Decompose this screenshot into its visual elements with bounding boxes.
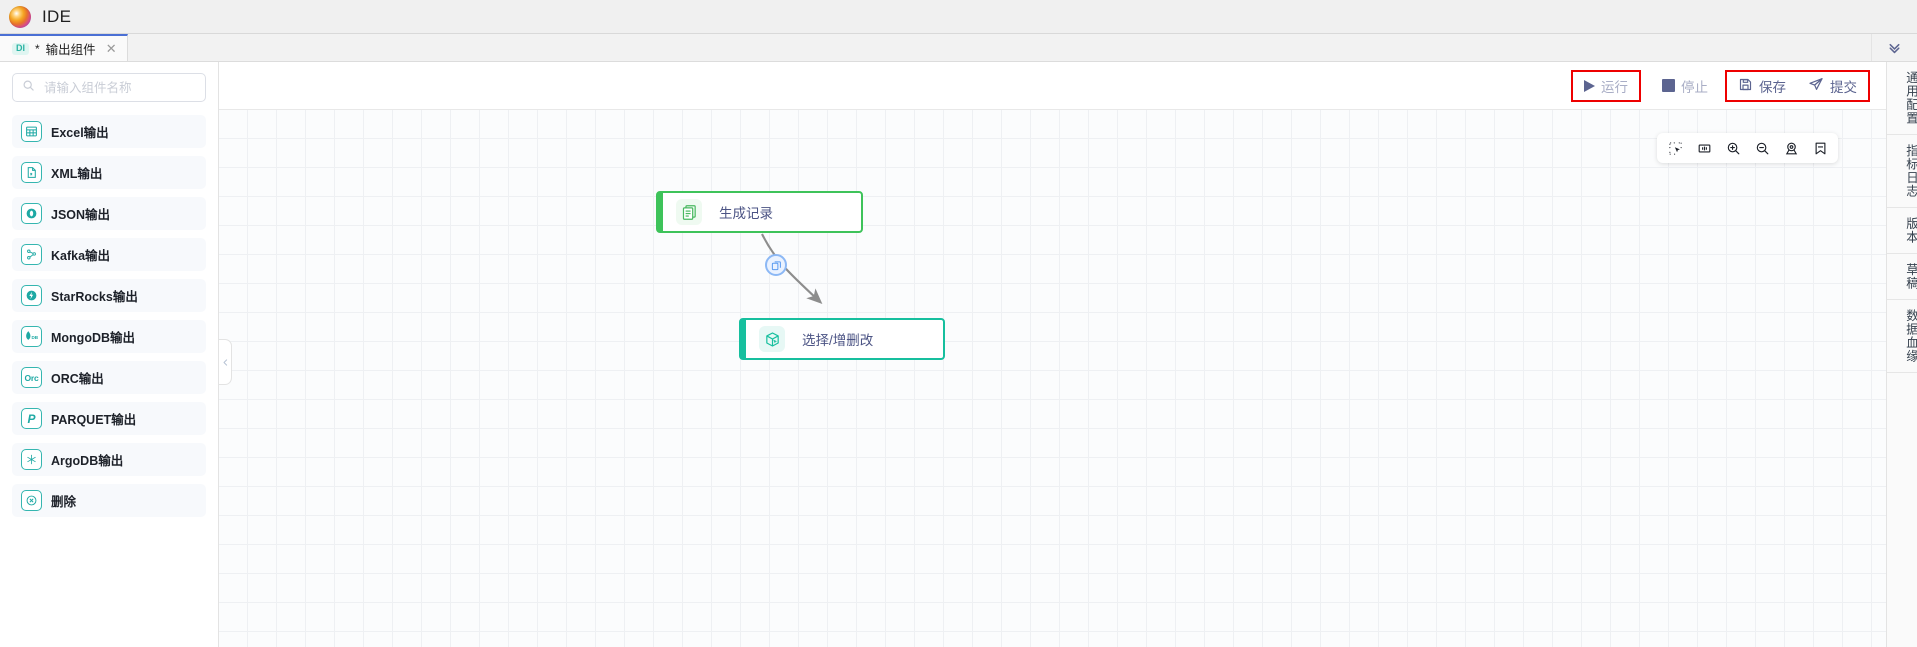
component-item-delete[interactable]: 删除 <box>12 484 206 517</box>
rail-item-draft[interactable]: 草稿 <box>1887 254 1917 300</box>
rail-item-general-config[interactable]: 通用配置 <box>1887 62 1917 135</box>
body-container: Excel输出 XML输出 <box>0 62 1917 647</box>
run-button-highlight: 运行 <box>1571 69 1641 102</box>
save-button-label: 保存 <box>1759 79 1786 95</box>
search-icon <box>22 79 35 97</box>
tab-unsaved-marker: * <box>35 41 40 56</box>
save-icon <box>1738 77 1753 95</box>
tab-type-badge: DI <box>12 42 29 55</box>
tab-bar: DI * 输出组件 ✕ <box>0 34 1917 62</box>
canvas-tools <box>1657 133 1838 163</box>
component-item-json[interactable]: JSON输出 <box>12 197 206 230</box>
component-label: Excel输出 <box>51 126 109 140</box>
zoom-out-icon[interactable] <box>1749 135 1775 161</box>
component-item-kafka[interactable]: Kafka输出 <box>12 238 206 271</box>
xml-file-icon <box>21 162 42 183</box>
stop-icon <box>1662 79 1675 92</box>
flow-canvas[interactable]: 生成记录 选择/增删改 <box>219 110 1886 647</box>
component-label: 删除 <box>51 495 77 509</box>
action-toolbar: 运行 停止 保存 <box>219 62 1886 110</box>
kafka-nodes-icon <box>21 244 42 265</box>
run-button-label: 运行 <box>1601 79 1628 95</box>
editor-tab-output-component[interactable]: DI * 输出组件 ✕ <box>0 34 128 61</box>
component-label: ORC输出 <box>51 372 104 386</box>
component-label: PARQUET输出 <box>51 413 137 427</box>
rail-item-data-lineage[interactable]: 数据血缘 <box>1887 300 1917 373</box>
starrocks-bolt-icon <box>21 285 42 306</box>
copy-badge-icon[interactable] <box>765 254 787 276</box>
stop-button-label: 停止 <box>1681 79 1708 95</box>
locate-pin-icon[interactable] <box>1778 135 1804 161</box>
save-button[interactable]: 保存 <box>1727 72 1797 100</box>
tab-bar-spacer <box>128 34 1871 61</box>
tab-label: 输出组件 <box>45 43 96 57</box>
save-submit-highlight: 保存 提交 <box>1725 69 1870 102</box>
component-item-excel[interactable]: Excel输出 <box>12 115 206 148</box>
component-list: Excel输出 XML输出 <box>12 115 206 517</box>
argodb-burst-icon <box>21 449 42 470</box>
close-icon[interactable]: ✕ <box>105 41 117 56</box>
flow-node-label: 选择/增删改 <box>802 333 874 348</box>
orc-text-icon: Orc <box>21 367 42 388</box>
swirl-logo-icon <box>9 5 31 28</box>
stop-button[interactable]: 停止 <box>1651 72 1719 100</box>
edge-layer <box>761 233 823 305</box>
svg-text:DB: DB <box>32 335 39 340</box>
component-label: MongoDB输出 <box>51 331 136 345</box>
submit-button[interactable]: 提交 <box>1797 72 1868 100</box>
right-rail: 通用配置 指标日志 版本 草稿 数据血缘 <box>1886 62 1917 647</box>
search-input[interactable] <box>42 79 196 96</box>
editor-main: 运行 停止 保存 <box>219 62 1886 647</box>
excel-grid-icon <box>21 121 42 142</box>
app-header: IDE <box>0 0 1917 34</box>
component-item-starrocks[interactable]: StarRocks输出 <box>12 279 206 312</box>
component-label: JSON输出 <box>51 208 111 222</box>
json-circle-icon <box>21 203 42 224</box>
component-label: ArgoDB输出 <box>51 454 124 468</box>
run-button[interactable]: 运行 <box>1573 72 1639 100</box>
component-label: XML输出 <box>51 167 103 181</box>
rail-item-version[interactable]: 版本 <box>1887 208 1917 254</box>
panel-collapse-handle[interactable] <box>219 339 232 385</box>
component-item-mongodb[interactable]: DB MongoDB输出 <box>12 320 206 353</box>
component-search-box[interactable] <box>12 73 206 102</box>
component-label: Kafka输出 <box>51 249 111 263</box>
double-chevron-down-icon[interactable] <box>1871 34 1917 61</box>
component-item-xml[interactable]: XML输出 <box>12 156 206 189</box>
delete-circle-x-icon <box>21 490 42 511</box>
flow-node-generate-records[interactable]: 生成记录 <box>656 191 863 233</box>
submit-icon <box>1808 76 1824 95</box>
component-item-parquet[interactable]: P PARQUET输出 <box>12 402 206 435</box>
flow-node-select-crud[interactable]: 选择/增删改 <box>739 318 945 360</box>
zoom-in-icon[interactable] <box>1720 135 1746 161</box>
component-label: StarRocks输出 <box>51 290 138 304</box>
component-item-orc[interactable]: Orc ORC输出 <box>12 361 206 394</box>
play-icon <box>1584 79 1595 92</box>
rail-item-metrics-log[interactable]: 指标日志 <box>1887 135 1917 208</box>
submit-button-label: 提交 <box>1830 79 1857 95</box>
bookmark-icon[interactable] <box>1807 135 1833 161</box>
flow-node-label: 生成记录 <box>719 206 773 221</box>
select-crud-icon <box>759 326 785 352</box>
generate-records-icon <box>676 199 702 225</box>
select-box-icon[interactable] <box>1662 135 1688 161</box>
fit-view-icon[interactable] <box>1691 135 1717 161</box>
mongodb-leaf-icon: DB <box>21 326 42 347</box>
app-title: IDE <box>42 6 72 26</box>
parquet-p-icon: P <box>21 408 42 429</box>
component-item-argodb[interactable]: ArgoDB输出 <box>12 443 206 476</box>
component-library-panel: Excel输出 XML输出 <box>0 62 219 647</box>
